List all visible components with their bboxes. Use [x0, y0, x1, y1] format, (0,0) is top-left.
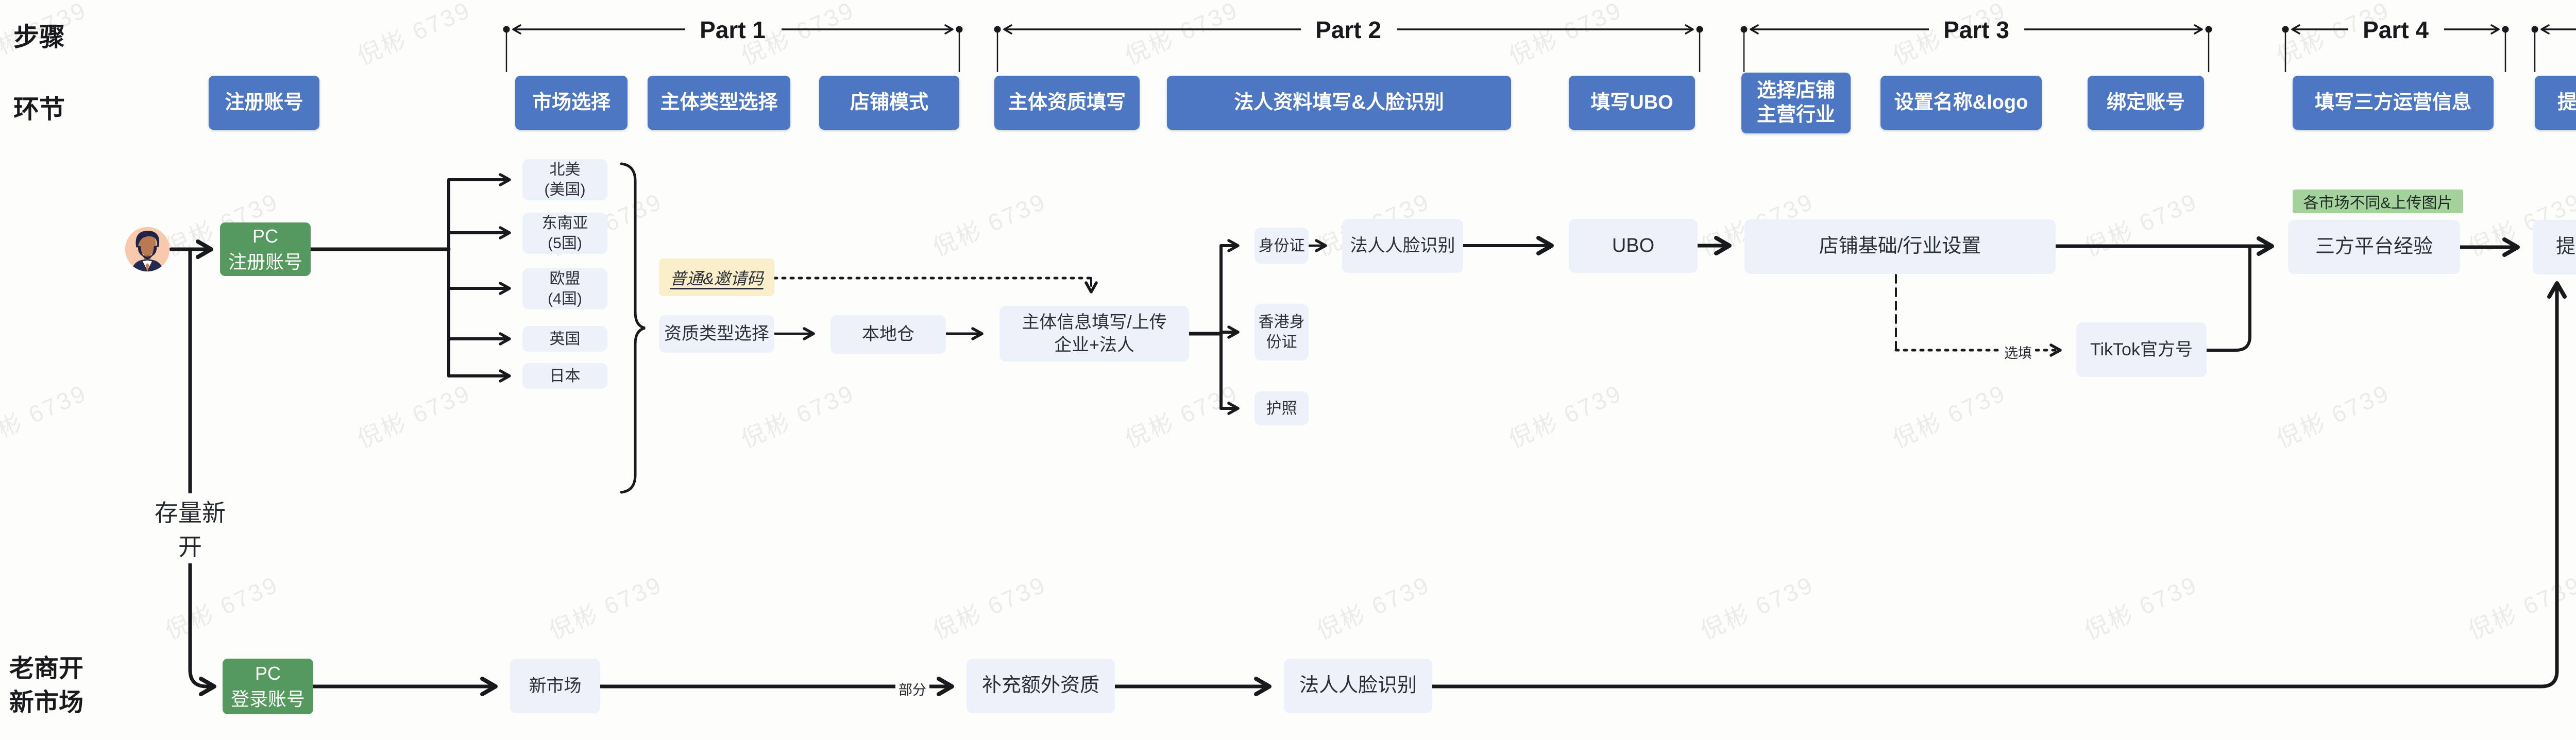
edge-stock-vertical: [188, 247, 216, 696]
flow-node-local-warehouse: 本地仓: [831, 315, 946, 354]
row-label-stage: 环节: [13, 95, 65, 124]
flow-node-pc-register: PC 注册账号: [220, 222, 311, 276]
flow-node-market-japan: 日本: [522, 363, 607, 389]
flow-node-extra-quals: 补充额外资质: [967, 659, 1115, 713]
flow-node-market-eu: 欧盟 (4国): [522, 268, 607, 309]
flow-node-face-recognition2: 法人人脸识别: [1284, 659, 1432, 713]
flow-node-third-party-exp: 三方平台经验: [2288, 220, 2460, 274]
row-label-steps: 步骤: [13, 23, 65, 51]
flow-node-submit-review: 提交审核: [2533, 220, 2576, 274]
stage-subject-type: 主体类型选择: [648, 76, 790, 130]
stage-shop-mode: 店铺模式: [819, 76, 959, 130]
stage-bind-account: 绑定账号: [2088, 76, 2204, 130]
stage-third-party-info: 填写三方运营信息: [2293, 76, 2494, 130]
flow-node-new-market: 新市场: [510, 659, 600, 713]
label-old-merchant: 老商开 新市场: [9, 655, 84, 717]
stage-ubo: 填写UBO: [1569, 76, 1695, 130]
merchant-avatar: [124, 226, 171, 272]
label-stock-new: 存量新开: [143, 493, 237, 563]
part4b-bracket: [2531, 24, 2576, 72]
flow-node-shop-setup: 店铺基础/行业设置: [1744, 219, 2056, 274]
edge-label-optional: 选填: [2001, 341, 2035, 363]
flow-note-invite-code: 普通&邀请码: [659, 259, 774, 296]
flow-node-subject-info: 主体信息填写/上传 企业+法人: [999, 306, 1189, 362]
edge-tiktok-merge: [2205, 246, 2251, 352]
flow-node-market-uk: 英国: [522, 326, 607, 352]
flow-node-passport: 护照: [1255, 391, 1309, 425]
part1-label: Part 1: [700, 16, 766, 43]
edge-label-partial: 部分: [895, 678, 929, 700]
part2-bracket: [994, 24, 1703, 72]
stage-subject-qual: 主体资质填写: [994, 76, 1140, 130]
stage-main-industry: 选择店铺 主营行业: [1741, 73, 1851, 133]
flow-note-market-upload: 各市场不同&上传图片: [2293, 190, 2463, 213]
part4a-bracket: [2282, 24, 2509, 72]
stage-name-logo: 设置名称&logo: [1880, 76, 2042, 130]
flow-node-hk-id: 香港身 份证: [1255, 304, 1309, 360]
flow-node-market-northamerica: 北美 (美国): [522, 159, 607, 200]
markets-brace: [620, 162, 646, 494]
part4a-label: Part 4: [2363, 16, 2429, 43]
part2-label: Part 2: [1315, 16, 1381, 43]
flow-node-tiktok-official: TikTok官方号: [2076, 322, 2207, 377]
flow-node-pc-login: PC 登录账号: [223, 659, 313, 714]
edge-face2-up-to-submit: [1430, 281, 2567, 689]
part1-bracket: [503, 24, 963, 72]
part3-label: Part 3: [1943, 16, 2009, 43]
flow-node-qual-type: 资质类型选择: [659, 315, 774, 353]
part3-bracket: [1740, 24, 2212, 72]
stage-market-select: 市场选择: [515, 76, 628, 130]
flow-node-face-recognition: 法人人脸识别: [1342, 219, 1463, 273]
flow-node-market-sea: 东南亚 (5国): [522, 213, 607, 254]
flow-node-ubo: UBO: [1569, 219, 1698, 273]
stage-submit-review: 提交审核: [2535, 76, 2576, 130]
stage-register-account: 注册账号: [209, 76, 319, 130]
stage-legal-face: 法人资料填写&人脸识别: [1167, 76, 1511, 130]
flow-node-id-card: 身份证: [1255, 228, 1309, 264]
